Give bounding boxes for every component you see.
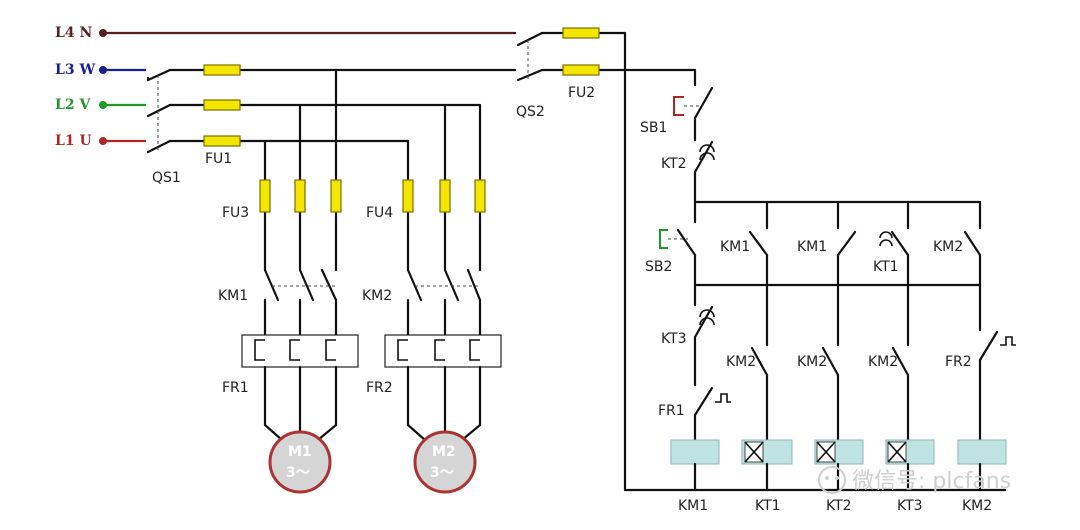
motor-m2-type: 3～ [430,465,454,481]
fu1-fuse-w [203,64,241,76]
column-km2 [957,283,1016,492]
fr1-nc-label: FR1 [658,403,685,419]
coil-km1 [670,439,720,465]
terminal-dot-v [99,101,107,109]
terminal-label-l2v: L2 V [55,97,91,113]
terminal-label-l3w: L3 W [55,62,95,78]
coil-label-kt1: KT1 [755,498,781,514]
m1-branch [241,68,359,442]
kt1-b3-label: KT1 [873,259,899,275]
control-left-column [659,68,731,492]
motor-m2 [413,430,477,494]
km1-hold-contact [748,200,769,287]
km1-main-label: KM1 [218,288,248,304]
sb1-label: SB1 [640,120,667,136]
column-kt3 [885,200,982,492]
coil-label-kt3: KT3 [897,498,923,514]
fr2-label: FR2 [366,380,393,396]
motor-m2-name: M2 [432,444,456,460]
coil-label-km2: KM2 [962,498,992,514]
fu2-fuse-1 [562,27,600,39]
fu1-fuse-v [203,99,241,111]
km1-hold-label: KM1 [720,239,750,255]
kt2-nc-label: KT2 [661,156,687,172]
km1-b2-label: KM1 [797,239,827,255]
qs1-switch [146,68,172,154]
km2-main-label: KM2 [362,288,392,304]
fu4-label: FU4 [366,205,393,221]
fr1-label: FR1 [222,380,249,396]
terminal-label-l1u: L1 U [55,133,92,149]
column-kt1 [741,200,857,492]
motor-m1-type: 3～ [286,465,310,481]
qs1-label: QS1 [152,170,181,186]
coil-km2 [957,439,1007,465]
sb2-label: SB2 [645,259,672,275]
watermark-text: 微信号: plcfans [852,469,1011,494]
terminal-label-l4n: L4 N [55,25,92,41]
terminal-dot-u [99,137,107,145]
watermark: 微信号: plcfans [818,466,1011,494]
qs2-switch [513,31,697,82]
column-kt2 [814,200,910,492]
fu1-label: FU1 [205,151,232,167]
m2-branch [384,103,502,442]
terminal-dot-n [99,29,107,37]
km2-b2-label: KM2 [797,354,827,370]
fu2-label: FU2 [568,85,595,101]
terminal-dot-w [99,66,107,74]
kt3-nc-label: KT3 [661,331,687,347]
km2-b1-label: KM2 [726,354,756,370]
km2-b3-label: KM2 [868,354,898,370]
motor-m1-name: M1 [288,444,312,460]
motor-m1 [268,430,332,494]
fu2-fuse-2 [562,64,600,76]
fu3-label: FU3 [222,205,249,221]
fu1-fuse-u [203,135,241,147]
coil-label-kt2: KT2 [826,498,852,514]
km2-b4-label: KM2 [933,239,963,255]
coil-label-km1: KM1 [678,498,708,514]
qs2-label: QS2 [516,104,545,120]
fr2-b4-label: FR2 [945,354,972,370]
